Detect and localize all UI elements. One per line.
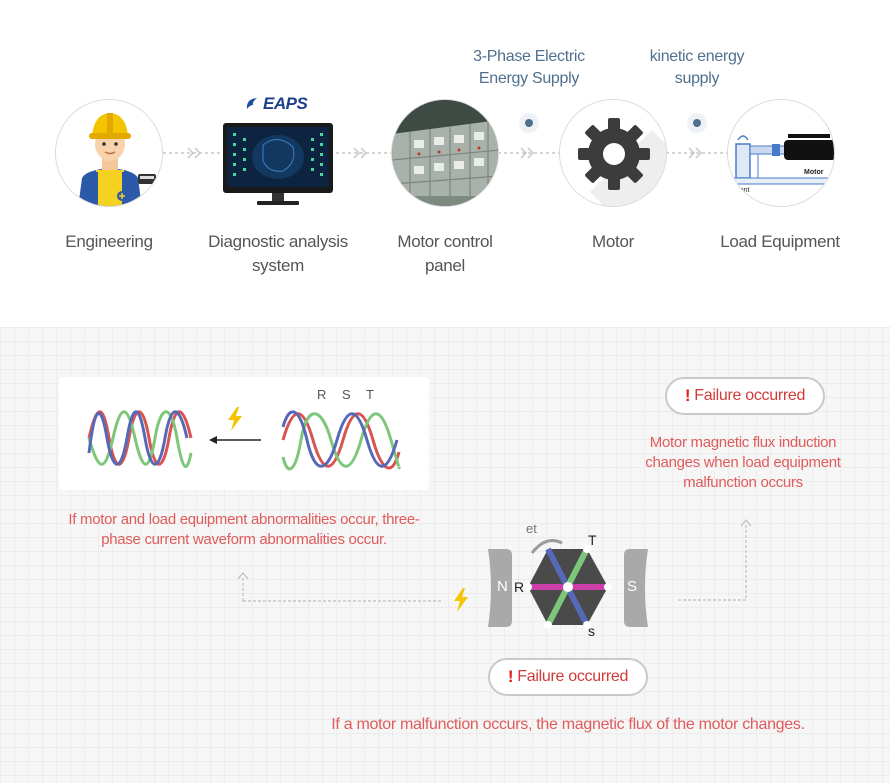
- node-label-diagnostic: Diagnostic analysis system: [208, 232, 348, 275]
- normal-waveform: [281, 410, 401, 471]
- motor-flux-diagram: et T R s N S: [486, 517, 650, 643]
- supply-dot-kinetic: [687, 113, 707, 133]
- equipment-tag: ement: [730, 187, 750, 194]
- node-motor: [559, 99, 667, 207]
- node-load-equipment: Motor ement: [727, 99, 835, 207]
- node-label-engineering: Engineering: [65, 232, 153, 251]
- pole-label-s: S: [627, 578, 638, 595]
- chevron-right-icon: [688, 147, 703, 159]
- engineer-icon: [56, 100, 162, 206]
- pole-label-n: N: [497, 578, 508, 595]
- chevron-right-icon: [187, 147, 202, 159]
- load-equipment-icon: Motor ement: [728, 100, 834, 206]
- failure-analysis-section: R S T If motor and load equipment abnorm…: [0, 327, 890, 783]
- feedback-path-left: [237, 572, 442, 602]
- rotor-diagram: [488, 539, 648, 629]
- process-flow: 3-Phase Electric Energy Supply kinetic e…: [0, 0, 890, 327]
- feedback-path-right: [678, 519, 752, 601]
- eaps-brand: EAPS: [263, 94, 308, 113]
- motor-label-s-small: s: [588, 623, 595, 639]
- node-motor-control-panel: [391, 99, 499, 207]
- lightning-icon: [454, 588, 468, 612]
- motor-label-r: R: [514, 579, 525, 595]
- failure-badge-motor-label: Failure occurred: [517, 668, 629, 685]
- flux-induction-text: Motor magnetic flux induction changes wh…: [645, 434, 841, 491]
- abnormal-waveform: [87, 410, 193, 468]
- supply-dot-electric: [519, 113, 539, 133]
- phase-labels: R S T: [317, 387, 380, 402]
- supply-label-kinetic: kinetic energy supply: [649, 48, 745, 87]
- lightning-icon: [228, 407, 242, 431]
- connector-panel-motor: [498, 152, 560, 154]
- connector-diagnostic-panel: [330, 152, 392, 154]
- chevron-right-icon: [520, 147, 535, 159]
- chevron-right-icon: [353, 147, 368, 159]
- node-engineering: [55, 99, 163, 207]
- exclamation-icon: !: [507, 667, 514, 686]
- node-diagnostic-system: EAPS: [220, 92, 336, 210]
- supply-label-electric: 3-Phase Electric Energy Supply: [473, 48, 585, 87]
- arrow-left-icon: [209, 436, 261, 444]
- motor-tag: Motor: [804, 169, 824, 176]
- gear-icon: [560, 100, 666, 206]
- waveform-abnormality-text: If motor and load equipment abnormalitie…: [68, 511, 420, 548]
- control-panel-icon: [392, 100, 498, 206]
- waveform-card: R S T: [59, 377, 429, 490]
- motor-label-et: et: [526, 521, 537, 536]
- exclamation-icon: !: [684, 386, 691, 405]
- connector-motor-load: [666, 152, 728, 154]
- failure-badge-load-label: Failure occurred: [694, 387, 806, 404]
- monitor-icon: [223, 123, 333, 205]
- motor-flux-change-text: If a motor malfunction occurs, the magne…: [331, 716, 805, 733]
- node-label-motor: Motor: [592, 232, 634, 251]
- eaps-logo: EAPS: [244, 94, 314, 114]
- node-label-motor-control-panel: Motor control panel: [397, 232, 493, 275]
- failure-badge-motor: ! Failure occurred: [488, 658, 648, 696]
- failure-badge-load: ! Failure occurred: [665, 377, 825, 415]
- motor-label-t: T: [588, 532, 597, 548]
- eaps-logo-icon: [246, 98, 257, 109]
- node-label-load-equipment: Load Equipment: [720, 232, 840, 251]
